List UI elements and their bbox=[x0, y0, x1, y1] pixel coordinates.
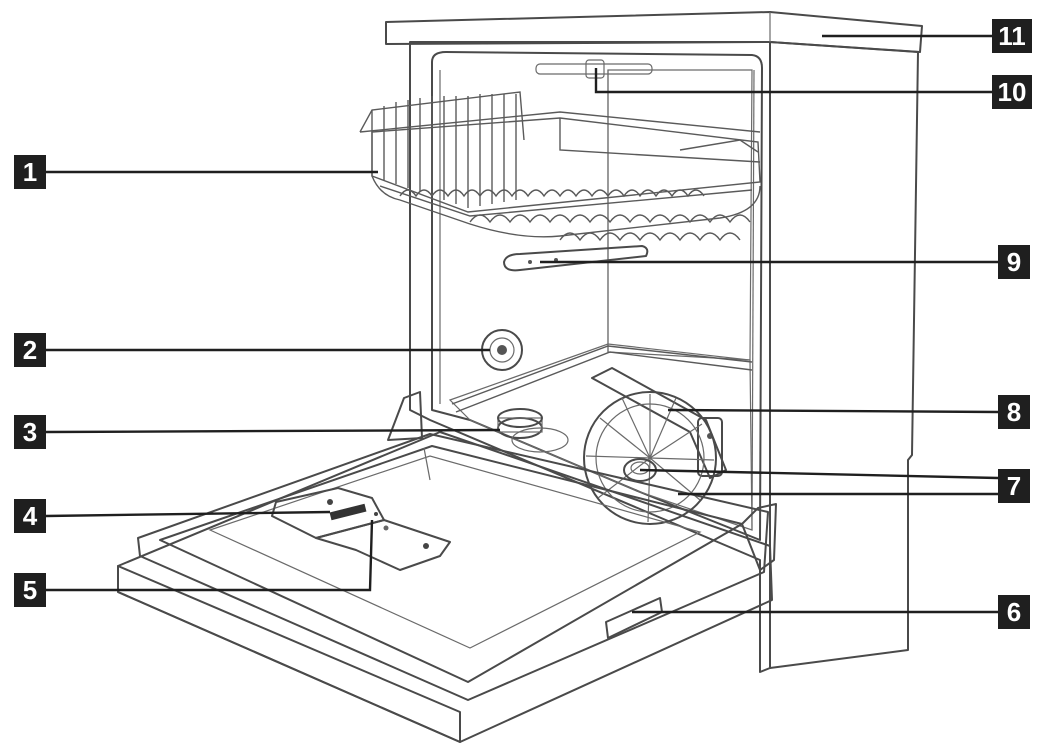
svg-text:1: 1 bbox=[23, 157, 37, 187]
door-inner-liner bbox=[137, 433, 769, 701]
door-front-edge bbox=[117, 565, 461, 743]
cabinet-front-frame bbox=[409, 41, 771, 673]
leader-line-4 bbox=[45, 510, 331, 518]
svg-text:5: 5 bbox=[23, 575, 37, 605]
dishwasher-door bbox=[117, 391, 777, 743]
callout-1: 1 bbox=[14, 155, 46, 189]
worktop bbox=[385, 11, 923, 53]
callout-8: 8 bbox=[998, 395, 1030, 429]
svg-text:4: 4 bbox=[23, 501, 38, 531]
svg-text:2: 2 bbox=[23, 335, 37, 365]
upper-basket bbox=[359, 91, 761, 242]
callout-labels: 1 2 3 4 5 6 7 8 bbox=[14, 19, 1032, 629]
leader-line-10 bbox=[594, 68, 998, 94]
tub-interior bbox=[431, 51, 763, 541]
callout-4: 4 bbox=[14, 499, 46, 533]
callout-6: 6 bbox=[998, 595, 1030, 629]
svg-text:6: 6 bbox=[1007, 597, 1021, 627]
top-spray-nozzle bbox=[535, 59, 653, 79]
callout-11: 11 bbox=[992, 19, 1032, 53]
callout-7: 7 bbox=[998, 469, 1030, 503]
leader-line-5 bbox=[46, 519, 374, 592]
svg-text:11: 11 bbox=[998, 21, 1026, 51]
detergent-and-rinse-dispenser bbox=[271, 487, 451, 571]
svg-text:7: 7 bbox=[1007, 471, 1021, 501]
callout-2: 2 bbox=[14, 333, 46, 367]
callout-5: 5 bbox=[14, 573, 46, 607]
svg-text:10: 10 bbox=[998, 77, 1027, 107]
rating-plate bbox=[605, 597, 663, 639]
salt-dispenser-cap bbox=[481, 329, 523, 371]
callout-3: 3 bbox=[14, 415, 46, 449]
rinse-aid-dispenser bbox=[315, 519, 451, 571]
upper-spray-arm bbox=[503, 245, 649, 272]
dishwasher-cabinet bbox=[385, 11, 923, 673]
lower-tub-floor bbox=[448, 343, 753, 531]
svg-text:3: 3 bbox=[23, 417, 37, 447]
leader-line-7a bbox=[639, 468, 999, 480]
svg-text:9: 9 bbox=[1007, 247, 1021, 277]
leader-lines bbox=[45, 34, 999, 614]
cabinet-side-panel bbox=[769, 41, 919, 669]
callout-9: 9 bbox=[998, 245, 1030, 279]
svg-text:8: 8 bbox=[1007, 397, 1021, 427]
filter-system bbox=[497, 408, 569, 453]
callout-10: 10 bbox=[992, 75, 1032, 109]
leader-line-3 bbox=[45, 428, 501, 434]
leader-line-8 bbox=[667, 408, 999, 414]
